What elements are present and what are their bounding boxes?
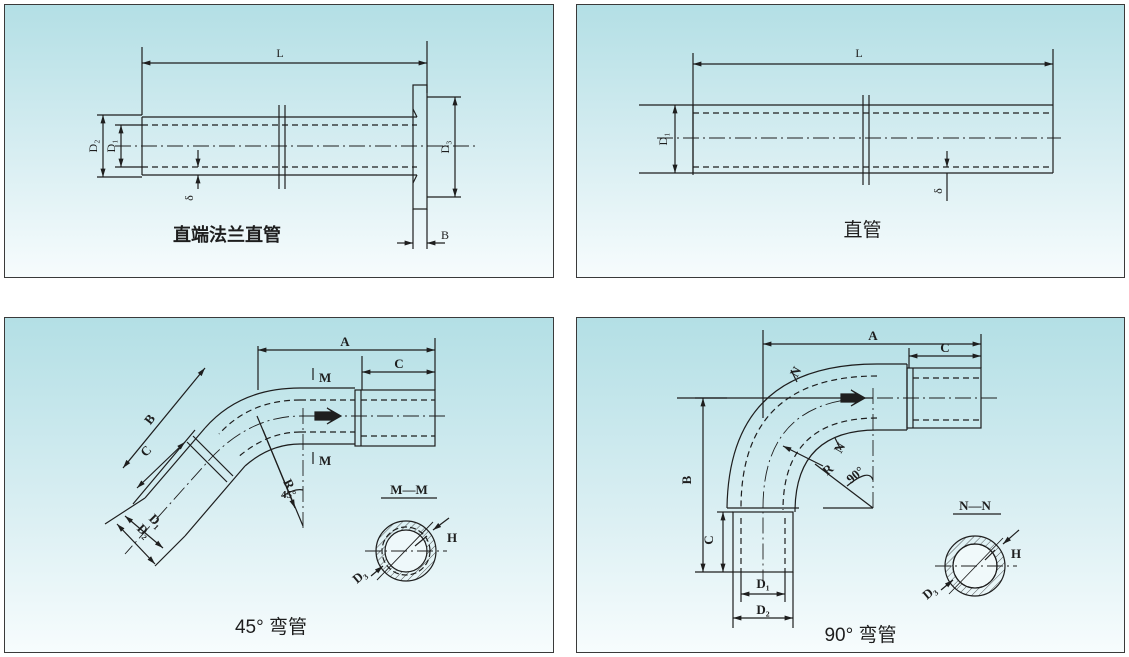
label-delta: δ — [931, 188, 945, 194]
flange-pipe-drawing — [97, 41, 475, 249]
caption-elbow-45: 45° 弯管 — [234, 617, 307, 638]
label-M-bottom: M — [319, 453, 331, 468]
caption-elbow-90: 90° 弯管 — [824, 625, 897, 646]
label-D2: D₂ — [86, 140, 100, 153]
elbow-45-drawing — [104, 338, 450, 582]
straight-pipe-labels: L D₁ δ — [656, 46, 945, 194]
label-H: H — [447, 530, 457, 545]
label-C-side: C — [137, 442, 154, 459]
label-D3: D₃ — [438, 141, 452, 154]
label-D2: D₂ — [756, 602, 769, 617]
label-D1: D₁ — [756, 576, 769, 591]
label-R: R — [819, 460, 836, 478]
elbow-90-drawing — [677, 330, 1020, 628]
label-D1: D₁ — [104, 140, 118, 153]
label-angle-45: 45° — [281, 489, 296, 501]
panel-straight-pipe: L D₁ δ 直管 — [576, 4, 1125, 278]
label-L: L — [855, 46, 862, 60]
label-C-top: C — [940, 340, 949, 355]
label-delta: δ — [182, 195, 196, 201]
label-M-top: M — [319, 370, 331, 385]
straight-pipe-drawing — [639, 49, 1061, 201]
elbow-45-labels: A C B C D₁ D₂ M M R 45° M—M H D₃ — [134, 334, 457, 586]
label-B: B — [141, 411, 158, 427]
panel-elbow-45: A C B C D₁ D₂ M M R 45° M—M H D₃ 45° 弯管 — [4, 317, 554, 653]
elbow-90-labels: A C B C D₁ D₂ N N R 90° N—N H D₃ — [679, 328, 1021, 617]
label-B: B — [441, 228, 449, 242]
label-B: B — [679, 475, 694, 484]
label-C-top: C — [394, 356, 403, 371]
label-D3: D₃ — [919, 582, 939, 602]
label-N-mid: N — [831, 439, 849, 455]
flange-pipe-labels: L D₂ D₁ D₃ δ B — [86, 46, 452, 242]
label-D3: D₃ — [349, 566, 369, 586]
label-N-top: N — [787, 363, 805, 379]
label-A: A — [340, 334, 350, 349]
label-C-side: C — [701, 535, 716, 544]
label-section-MM: M—M — [390, 482, 428, 497]
label-H: H — [1011, 546, 1021, 561]
caption-flange-pipe: 直端法兰直管 — [173, 225, 281, 245]
label-D1: D₁ — [656, 133, 670, 146]
label-angle-90: 90° — [843, 463, 867, 486]
label-L: L — [276, 46, 283, 60]
label-A: A — [868, 328, 878, 343]
panel-flange-straight-pipe: L D₂ D₁ D₃ δ B 直端法兰直管 — [4, 4, 554, 278]
label-section-NN: N—N — [959, 498, 991, 513]
caption-straight-pipe: 直管 — [843, 220, 882, 241]
panel-elbow-90: A C B C D₁ D₂ N N R 90° N—N H D₃ 90° 弯管 — [576, 317, 1125, 653]
